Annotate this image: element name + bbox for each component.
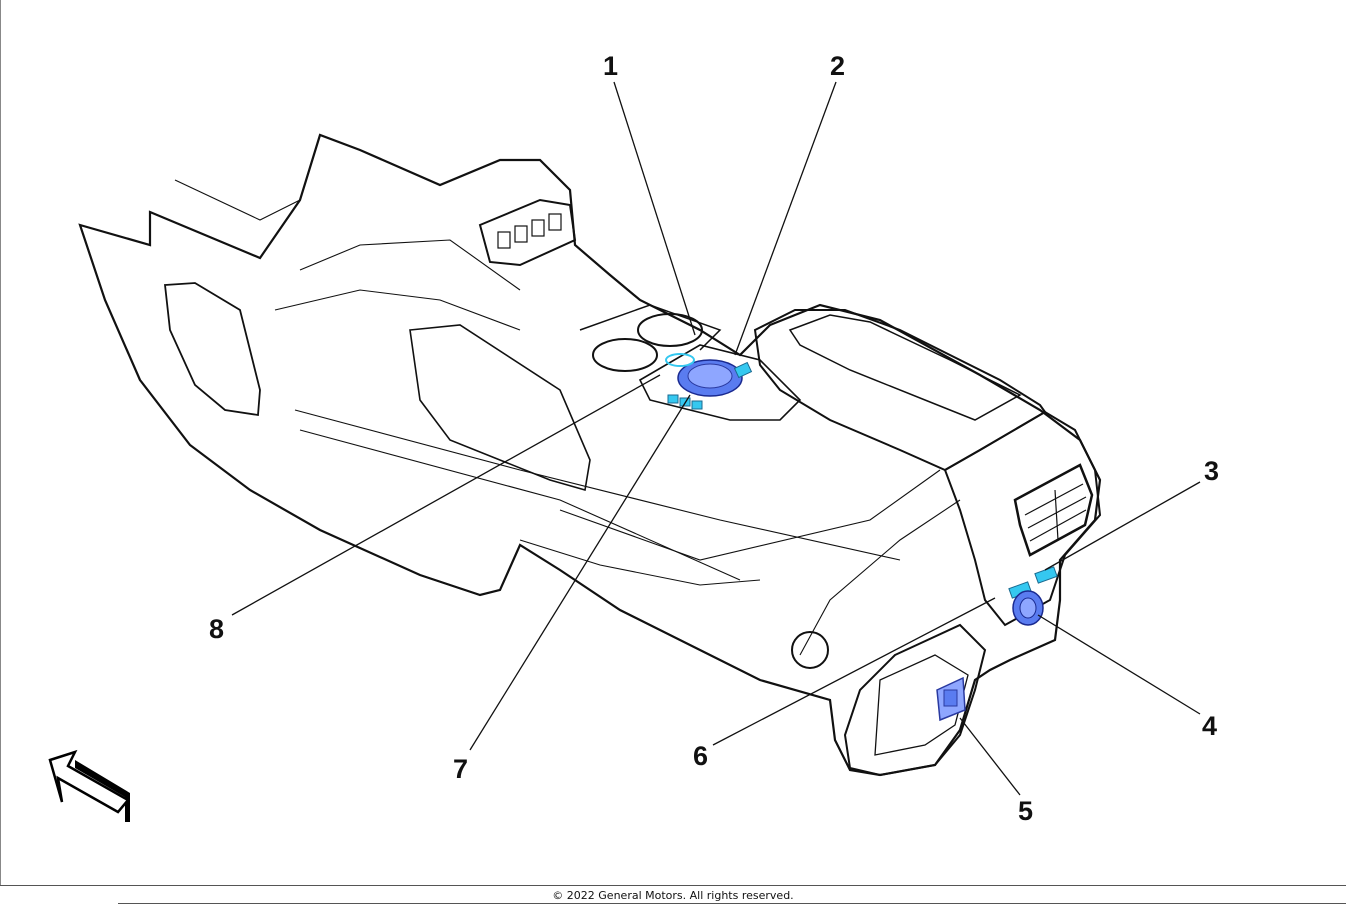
front-direction-arrow-icon bbox=[48, 749, 130, 822]
footer-rule bbox=[118, 903, 1346, 904]
callout-1: 1 bbox=[603, 51, 618, 81]
left-border-rule bbox=[0, 0, 1, 885]
cup-holders bbox=[579, 304, 722, 372]
callout-4: 4 bbox=[1202, 711, 1217, 741]
callout-5: 5 bbox=[1018, 796, 1033, 826]
callout-numbers: 1 2 3 4 5 6 7 8 bbox=[209, 51, 1219, 826]
center-controller bbox=[638, 344, 802, 421]
copyright-text: © 2022 General Motors. All rights reserv… bbox=[552, 889, 794, 902]
callout-7: 7 bbox=[453, 754, 468, 784]
rear-controls bbox=[1008, 566, 1058, 626]
callout-2: 2 bbox=[830, 51, 845, 81]
callout-6: 6 bbox=[693, 741, 708, 771]
console-body bbox=[78, 133, 1102, 777]
rear-air-vent bbox=[1013, 463, 1094, 557]
center-console-diagram: 1 2 3 4 5 6 7 8 bbox=[48, 51, 1219, 826]
front-switch-bank bbox=[478, 198, 577, 267]
callout-3: 3 bbox=[1204, 456, 1219, 486]
leader-lines bbox=[231, 81, 1201, 796]
copyright-footer: © 2022 General Motors. All rights reserv… bbox=[0, 885, 1346, 905]
callout-8: 8 bbox=[209, 614, 224, 644]
rear-usb-panel bbox=[936, 676, 966, 722]
